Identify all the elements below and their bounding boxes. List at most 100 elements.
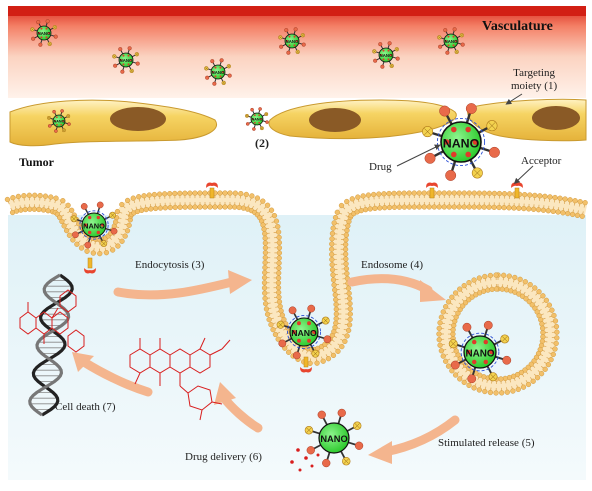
lipid-head xyxy=(249,193,254,198)
lipid-head xyxy=(548,194,553,199)
lipid-head xyxy=(498,377,503,382)
label-endosome: Endosome (4) xyxy=(361,259,423,272)
targeting-ligand xyxy=(388,41,392,45)
lipid-head xyxy=(552,313,557,318)
lipid-head xyxy=(232,205,237,210)
lipid-head xyxy=(507,205,512,210)
label-targeting-line1: Targeting xyxy=(511,67,557,80)
lipid-head xyxy=(543,367,548,372)
lipid-head xyxy=(558,196,563,201)
targeting-ligand xyxy=(252,127,255,130)
lipid-head xyxy=(449,295,454,300)
lipid-head xyxy=(437,337,442,342)
lipid-head xyxy=(223,205,228,210)
lipid-head xyxy=(462,283,467,288)
lipid-head xyxy=(278,304,283,309)
lipid-head xyxy=(41,208,46,213)
lipid-head xyxy=(412,191,417,196)
lipid-head xyxy=(277,295,282,300)
lipid-head xyxy=(339,344,344,349)
lipid-head xyxy=(451,327,456,332)
lipid-head xyxy=(263,241,268,246)
lipid-head xyxy=(119,202,124,207)
lipid-head xyxy=(526,382,531,387)
targeting-ligand xyxy=(438,45,442,49)
lipid-head xyxy=(541,293,546,298)
lipid-head xyxy=(262,270,267,275)
label-vasculature: Vasculature xyxy=(482,19,553,35)
lipid-head xyxy=(104,250,109,255)
targeting-ligand xyxy=(373,59,377,63)
lipid-head xyxy=(446,364,451,369)
lipid-head xyxy=(238,191,243,196)
targeting-ligand xyxy=(39,43,43,47)
lipid-head xyxy=(46,208,51,213)
lipid-head xyxy=(277,251,282,256)
lipid-head xyxy=(366,193,371,198)
nano-label: NANO xyxy=(445,39,458,44)
lipid-head xyxy=(507,274,512,279)
lipid-head xyxy=(472,191,477,196)
lipid-head xyxy=(453,291,458,296)
lipid-head xyxy=(348,317,353,322)
targeting-ligand xyxy=(445,170,455,180)
label-acceptor: Acceptor xyxy=(521,155,561,168)
lipid-head xyxy=(344,261,349,266)
lipid-head xyxy=(346,286,351,291)
lipid-head xyxy=(532,286,537,291)
targeting-ligand xyxy=(48,124,51,127)
targeting-ligand xyxy=(461,43,465,47)
lipid-head xyxy=(439,348,444,353)
lipid-head xyxy=(198,191,203,196)
lipid-head xyxy=(535,375,540,380)
targeting-ligand xyxy=(484,321,492,329)
lipid-head xyxy=(332,283,337,288)
lipid-head xyxy=(437,332,442,337)
lipid-head xyxy=(492,191,497,196)
lipid-head xyxy=(477,191,482,196)
lipid-head xyxy=(467,383,472,388)
label-targeting-moiety: Targeting moiety (1) xyxy=(511,67,557,92)
lipid-head xyxy=(447,191,452,196)
lipid-head xyxy=(348,301,353,306)
lipid-head xyxy=(482,274,487,279)
lipid-head xyxy=(263,265,268,270)
lipid-head xyxy=(451,332,456,337)
lipid-head xyxy=(188,205,193,210)
lipid-head xyxy=(332,220,337,225)
lipid-head xyxy=(343,247,348,252)
lipid-head xyxy=(333,297,338,302)
lipid-head xyxy=(546,208,551,213)
lipid-head xyxy=(494,391,499,396)
lipid-head xyxy=(267,317,272,322)
lipid-head xyxy=(344,237,349,242)
lipid-head xyxy=(182,191,187,196)
lipid-head xyxy=(265,312,270,317)
lipid-head xyxy=(346,328,351,333)
targeting-ligand xyxy=(136,62,140,66)
nano-label: NANO xyxy=(380,53,393,58)
lipid-head xyxy=(276,266,281,271)
targeting-ligand xyxy=(46,19,50,23)
lipid-head xyxy=(551,352,556,357)
lipid-head xyxy=(477,388,482,393)
lipid-head xyxy=(412,205,417,210)
lipid-head xyxy=(193,191,198,196)
lipid-head xyxy=(442,191,447,196)
lipid-head xyxy=(537,193,542,198)
targeting-ligand xyxy=(111,228,117,234)
targeting-ligand xyxy=(265,121,268,124)
targeting-ligand xyxy=(338,409,346,417)
targeting-ligand xyxy=(302,43,306,47)
lipid-head xyxy=(371,192,376,197)
lipid-head xyxy=(123,234,128,239)
lipid-head xyxy=(494,287,499,292)
lipid-head xyxy=(37,207,42,212)
lipid-head xyxy=(329,247,334,252)
lipid-head xyxy=(570,212,575,217)
lipid-head xyxy=(526,207,531,212)
targeting-ligand xyxy=(284,28,288,32)
label-tumor: Tumor xyxy=(19,156,54,170)
nano-label: NANO xyxy=(252,118,263,122)
lipid-head xyxy=(333,321,338,326)
